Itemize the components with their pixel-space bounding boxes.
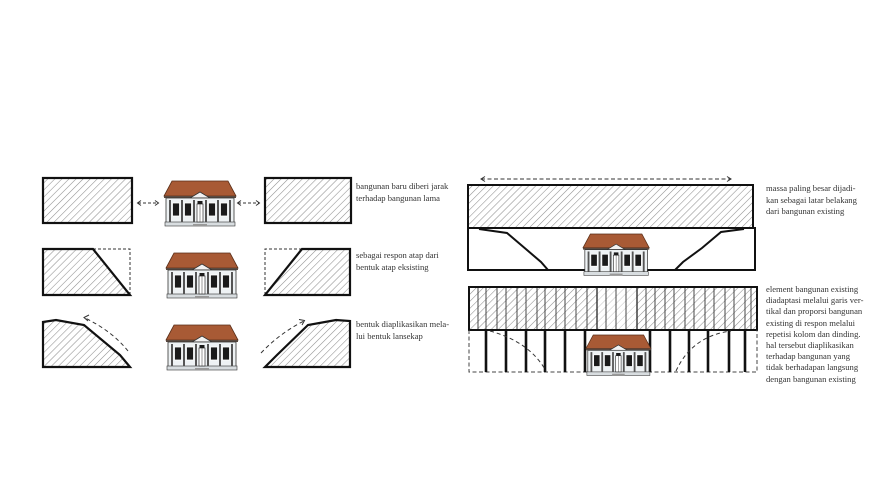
note-landscape-form: bentuk diaplikasikan mela- lui bentuk la… xyxy=(356,319,450,341)
existing-house-icon xyxy=(165,252,239,299)
row-roof-response xyxy=(41,247,352,299)
existing-house-icon xyxy=(165,324,239,371)
row-spacing xyxy=(41,176,353,227)
note-vertical-rhythm: element bangunan existing diadaptasi mel… xyxy=(766,284,864,384)
panel-vertical-rhythm xyxy=(468,286,758,376)
row-landscape-form xyxy=(41,314,352,371)
panel-background-mass xyxy=(467,176,756,276)
landscape-slope-right xyxy=(674,228,745,271)
columned-band-outline xyxy=(468,286,758,331)
landscape-slope-left xyxy=(478,228,549,271)
note-background-mass: massa paling besar dijadi- kan sebagai l… xyxy=(766,183,857,217)
curved-mass-right xyxy=(262,318,352,369)
dashed-curve-arrow-right xyxy=(260,319,306,354)
band-vertical-lines xyxy=(477,287,752,330)
columned-band-center xyxy=(597,287,637,330)
sloped-mass-right xyxy=(262,247,352,297)
existing-house-icon xyxy=(582,233,650,276)
background-mass-band xyxy=(467,184,754,229)
columned-band-right xyxy=(637,287,757,330)
note-roof-response: sebagai respon atap dari bentuk atap eks… xyxy=(356,250,439,272)
note-spacing: bangunan baru diberi jarak terhadap bang… xyxy=(356,181,449,203)
dashed-arrow-right xyxy=(236,200,261,206)
dashed-curve-arrow-left xyxy=(83,314,129,352)
dashed-original-outline-left xyxy=(93,248,131,295)
new-building-mass-right xyxy=(263,176,353,225)
existing-house-icon xyxy=(163,180,237,227)
existing-house-icon xyxy=(585,334,652,376)
dashed-landscape-curve-left xyxy=(489,330,547,372)
curved-mass-left xyxy=(41,318,133,369)
dashed-landscape-curve-right xyxy=(675,330,732,372)
dashed-original-outline-right xyxy=(264,248,302,295)
span-dashed-arrow xyxy=(480,176,732,182)
new-building-mass-left xyxy=(41,176,134,225)
sloped-mass-left xyxy=(41,247,133,297)
dashed-arrow-left xyxy=(136,200,160,206)
columned-band-left xyxy=(469,287,597,330)
